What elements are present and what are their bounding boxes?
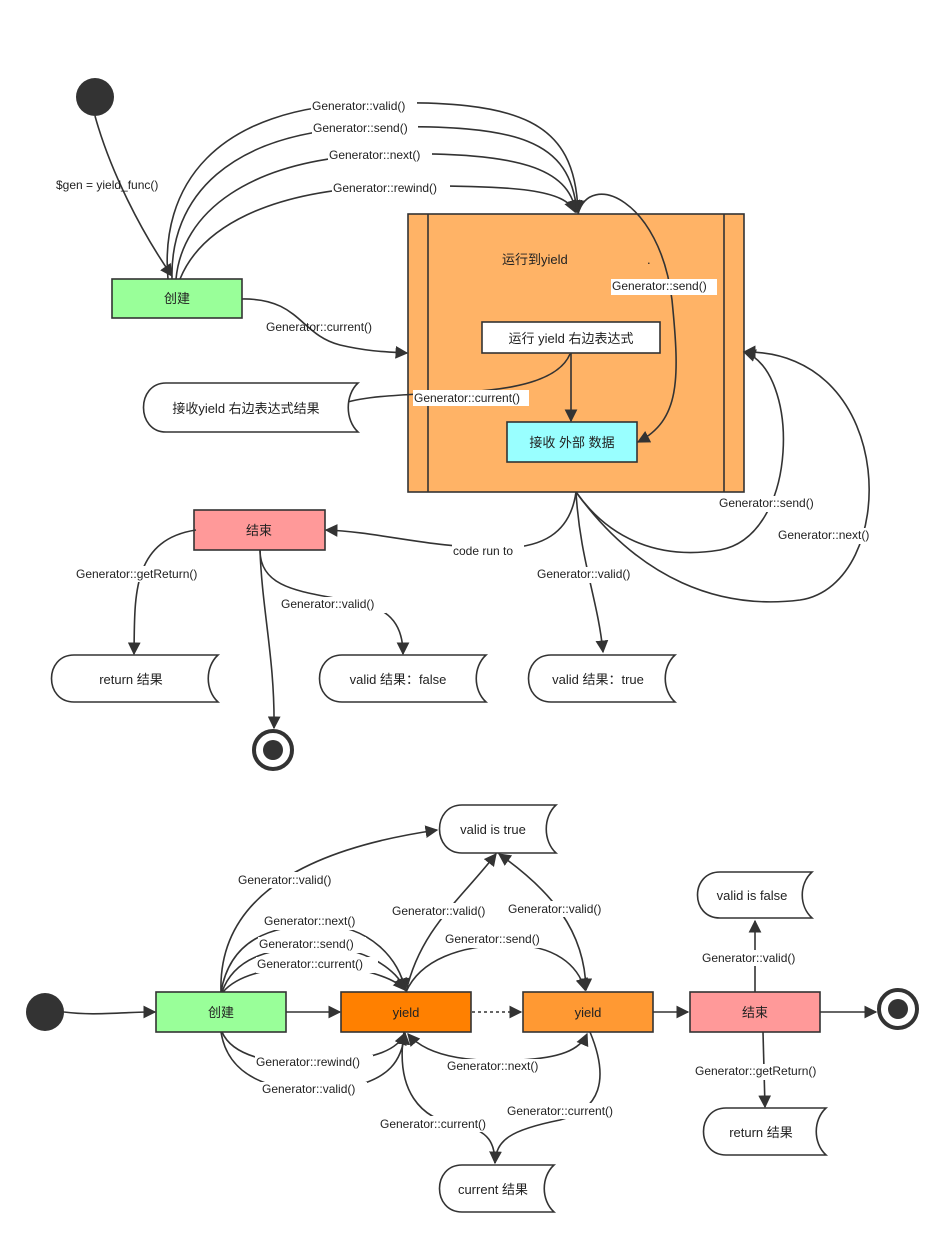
node-create-2-text: 创建 — [208, 1005, 234, 1020]
label-b-end-valid: Generator::valid() — [702, 951, 795, 965]
node-receive-external: 接收 外部 数据 — [506, 421, 638, 463]
node-end-2: 结束 — [689, 991, 821, 1033]
node-end-2-text: 结束 — [742, 1005, 768, 1020]
node-dot-mark: . — [647, 252, 651, 267]
edge-b-y1-next — [407, 1032, 589, 1062]
label-send: Generator::send() — [313, 121, 408, 135]
node-eval-right-expr: 运行 yield 右边表达式 — [481, 321, 661, 354]
edge-start-to-create-2 — [63, 1005, 157, 1019]
final-dot-2 — [877, 988, 919, 1030]
node-valid-false-2-text: valid is false — [717, 888, 788, 903]
label-current-out: Generator::current() — [414, 391, 520, 405]
label-gen-assign: $gen = yield_func() — [56, 178, 158, 192]
node-return-result-2-text: return 结果 — [729, 1125, 793, 1140]
label-b-current: Generator::current() — [257, 957, 363, 971]
node-end-text: 结束 — [246, 523, 272, 538]
label-b-y1-current: Generator::current() — [380, 1117, 486, 1131]
node-yield1: yield — [340, 991, 472, 1033]
node-valid-true-text: valid 结果：true — [552, 672, 644, 687]
label-next-loop: Generator::next() — [778, 528, 869, 542]
label-valid-loop: Generator::valid() — [537, 567, 630, 581]
label-b-valid-top: Generator::valid() — [238, 873, 331, 887]
node-eval-right-expr-text: 运行 yield 右边表达式 — [509, 331, 634, 346]
edge-start-to-create — [94, 115, 173, 278]
edge-send-loop — [575, 349, 785, 554]
final-dot — [252, 729, 294, 771]
label-b-y1-send: Generator::send() — [445, 932, 540, 946]
edge-b-y2-valid — [497, 853, 593, 992]
node-yield1-text: yield — [393, 1005, 420, 1020]
edge-end-to-final — [259, 549, 281, 730]
node-yield2-text: yield — [575, 1005, 602, 1020]
edge-send-inner — [577, 193, 677, 443]
start-dot — [76, 78, 114, 116]
label-valid-end: Generator::valid() — [281, 597, 374, 611]
label-b-valid-below: Generator::valid() — [262, 1082, 355, 1096]
label-b-end-get-return: Generator::getReturn() — [695, 1064, 816, 1078]
label-b-send: Generator::send() — [259, 937, 354, 951]
node-end: 结束 — [193, 509, 326, 551]
node-create: 创建 — [111, 278, 243, 319]
edge-code-run-to — [324, 491, 577, 549]
node-return-result: return 结果 — [50, 654, 221, 703]
node-create-2: 创建 — [155, 991, 287, 1033]
node-yield2: yield — [522, 991, 654, 1033]
edge-current-in — [241, 298, 409, 359]
edge-get-return — [127, 529, 197, 656]
label-b-y2-current: Generator::current() — [507, 1104, 613, 1118]
node-receive-yield-result: 接收yield 右边表达式结果 — [142, 382, 361, 433]
bottom-diagram: 创建 Generator::valid() Generator::next() … — [26, 804, 919, 1213]
node-receive-yield-result-text: 接收yield 右边表达式结果 — [172, 401, 319, 416]
label-current-in: Generator::current() — [266, 320, 372, 334]
node-current-result: current 结果 — [438, 1164, 557, 1213]
label-b-y2-valid: Generator::valid() — [508, 902, 601, 916]
node-valid-false-2: valid is false — [696, 871, 815, 919]
label-next: Generator::next() — [329, 148, 420, 162]
edge-b-y1-send — [405, 944, 589, 993]
label-b-y1-valid: Generator::valid() — [392, 904, 485, 918]
node-valid-false: valid 结果：false — [318, 654, 489, 703]
start-dot-2 — [26, 993, 64, 1031]
label-code-run-to: code run to — [453, 544, 513, 558]
node-current-result-text: current 结果 — [458, 1182, 528, 1197]
node-run-to-yield-text: 运行到yield — [502, 252, 568, 267]
edge-b-y2-current — [489, 1031, 601, 1165]
edge-b-y1-current — [401, 1031, 496, 1164]
node-valid-false-text: valid 结果：false — [350, 672, 447, 687]
node-valid-true: valid 结果：true — [527, 654, 678, 703]
label-send-loop: Generator::send() — [719, 496, 814, 510]
node-return-result-2: return 结果 — [702, 1107, 829, 1156]
top-diagram: $gen = yield_func() 创建 Generator::valid(… — [50, 78, 881, 771]
label-get-return: Generator::getReturn() — [76, 567, 197, 581]
label-rewind: Generator::rewind() — [333, 181, 437, 195]
node-valid-true-2-text: valid is true — [460, 822, 526, 837]
label-valid: Generator::valid() — [312, 99, 405, 113]
label-b-rewind: Generator::rewind() — [256, 1055, 360, 1069]
node-return-result-text: return 结果 — [99, 672, 163, 687]
label-b-y1-next: Generator::next() — [447, 1059, 538, 1073]
label-send-inner: Generator::send() — [612, 279, 707, 293]
edge-next-loop — [575, 345, 870, 603]
edge-b-y1-valid — [405, 852, 497, 993]
node-receive-external-text: 接收 外部 数据 — [529, 435, 614, 450]
label-b-next: Generator::next() — [264, 914, 355, 928]
node-create-text: 创建 — [164, 291, 190, 306]
node-valid-true-2: valid is true — [438, 804, 559, 854]
